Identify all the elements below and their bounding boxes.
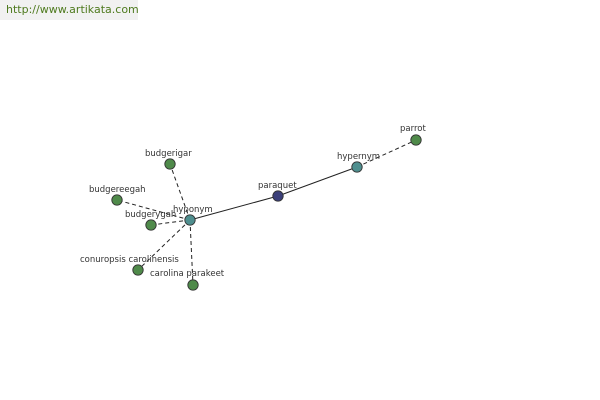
node-conuropsis-carolinensis[interactable]: conuropsis carolinensis (80, 255, 179, 276)
node-budgerigar-label: budgerigar (145, 149, 192, 159)
node-budgerigar[interactable]: budgerigar (145, 149, 192, 170)
edge-hyponym-conuropsis (137, 219, 191, 271)
node-hyponym-dot[interactable] (184, 214, 196, 226)
edge-paraquet-hypernym (277, 166, 358, 197)
node-carolina-parakeet[interactable]: carolina parakeet (150, 269, 225, 291)
edge-hypernym-parrot (356, 139, 417, 168)
edge-hyponym-budgereegah (116, 199, 191, 221)
source-banner: http://www.artikata.com (0, 0, 139, 20)
node-carolina-parakeet-label: carolina parakeet (150, 269, 225, 279)
node-hyponym[interactable]: hyponym (173, 205, 213, 226)
node-paraquet-dot[interactable] (272, 190, 284, 202)
node-parrot[interactable]: parrot (400, 124, 426, 146)
node-paraquet[interactable]: paraquet (258, 181, 297, 202)
source-url-link[interactable]: http://www.artikata.com (6, 3, 139, 16)
node-hyponym-label: hyponym (173, 205, 213, 215)
node-conuropsis-carolinensis-label: conuropsis carolinensis (80, 255, 179, 265)
node-hypernym-dot[interactable] (351, 161, 363, 173)
node-hypernym-label: hypernym (337, 152, 380, 162)
node-budgereegah-dot[interactable] (111, 194, 123, 206)
node-budgerygah-label: budgerygah (125, 210, 176, 220)
edge-paraquet-hyponym (189, 195, 279, 221)
node-conuropsis-carolinensis-dot[interactable] (132, 264, 144, 276)
node-budgereegah-label: budgereegah (89, 185, 146, 195)
node-parrot-dot[interactable] (410, 134, 422, 146)
node-budgerygah-dot[interactable] (145, 219, 157, 231)
node-paraquet-label: paraquet (258, 181, 297, 191)
node-parrot-label: parrot (400, 124, 426, 134)
node-budgerygah[interactable]: budgerygah (125, 210, 176, 231)
node-budgerigar-dot[interactable] (164, 158, 176, 170)
node-carolina-parakeet-dot[interactable] (187, 279, 199, 291)
edge-hyponym-budgerygah (150, 219, 191, 226)
edge-hyponym-budgerigar (169, 163, 191, 221)
node-budgereegah[interactable]: budgereegah (89, 185, 146, 206)
node-hypernym[interactable]: hypernym (337, 152, 380, 173)
edge-hyponym-carolina-parakeet (189, 219, 194, 286)
